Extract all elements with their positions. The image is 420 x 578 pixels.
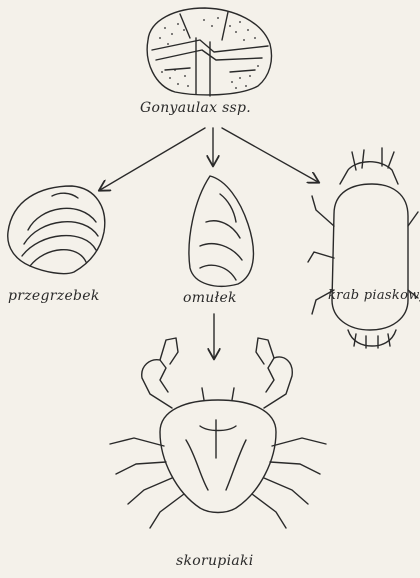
arrow-to-scallop <box>100 128 205 190</box>
gonyaulax-label: Gonyaulax ssp. <box>140 100 251 116</box>
scallop-label: przegrzebek <box>8 288 100 304</box>
mussel-illustration <box>189 176 253 286</box>
scallop-illustration <box>8 186 105 274</box>
arrow-to-sand-crab <box>222 128 318 182</box>
crustaceans-label: skorupiaki <box>176 553 254 569</box>
sand-crab-label: krab piaskowy <box>328 288 420 303</box>
sand-crab-illustration <box>308 148 418 348</box>
crab-illustration <box>110 338 326 528</box>
gonyaulax-illustration <box>147 8 271 96</box>
mussel-label: omułek <box>183 290 237 306</box>
